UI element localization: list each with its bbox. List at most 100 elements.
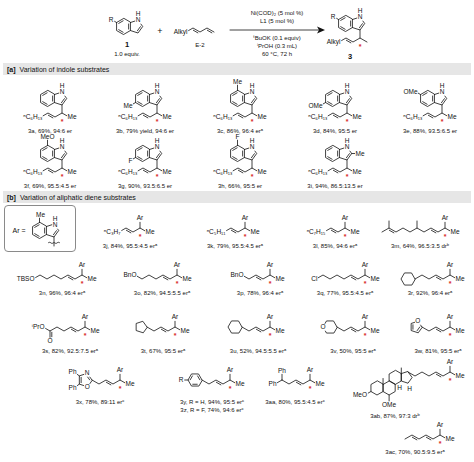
atom-label: R — [108, 16, 114, 23]
stereocenter-mark: * — [118, 385, 122, 392]
bond-line — [233, 93, 237, 96]
bond-line — [230, 30, 319, 31]
atom-label: Ar — [266, 314, 274, 321]
atom-label: H — [407, 385, 413, 392]
condition-text: 1.0 equiv. — [114, 51, 140, 57]
bond-line — [324, 228, 352, 232]
compound-caption: 3s, 82%, 92.5:7.5 erᵃ — [42, 348, 98, 354]
bond-line — [47, 140, 48, 146]
bond-line — [198, 376, 200, 380]
bond-line — [237, 85, 238, 91]
atom-label: Me — [445, 436, 455, 443]
bond-line — [156, 99, 159, 103]
bond-line — [359, 24, 362, 28]
condition-text: ᵗBuOK (0.1 equiv) — [253, 35, 300, 41]
stereocenter-mark: * — [228, 385, 232, 392]
compound-caption: 3n, 96%, 96:4 erᵃ — [39, 290, 85, 296]
bond-line — [350, 21, 351, 26]
bond-line — [242, 327, 277, 331]
compound-number: 1 — [125, 41, 129, 49]
atom-label: Ph — [68, 369, 77, 376]
atom-label: Me — [35, 211, 45, 218]
atom-label: ⁱPrO — [31, 324, 45, 331]
bond-line — [61, 154, 64, 158]
bond-line — [138, 102, 142, 105]
atom-label: Cl — [311, 276, 318, 283]
compound-caption: 3c, 86%, 96:4 erᵃ — [217, 128, 263, 134]
bond-line — [351, 329, 355, 332]
bond-line — [120, 374, 121, 380]
bond-line — [233, 102, 237, 105]
bond-line — [346, 154, 349, 158]
atom-label: Me — [447, 114, 457, 121]
panel-header-band: [a]Variation of indole substrates — [3, 63, 471, 75]
stereocenter-mark: * — [358, 43, 362, 50]
atom-label: H — [357, 7, 363, 14]
bond-line — [71, 329, 75, 332]
bond-line — [68, 277, 72, 280]
atom-label: Me — [257, 114, 267, 121]
bond-line — [421, 113, 449, 117]
bond-line — [310, 374, 311, 380]
condition-text: L1 (5 mol %) — [260, 18, 294, 24]
stereocenter-mark: * — [155, 118, 159, 125]
bond-line — [331, 230, 335, 233]
bond-line — [417, 221, 418, 228]
compound-caption: 3p, 78%, 96:4 erᵃ — [237, 290, 283, 296]
atom-label: Me — [370, 276, 380, 283]
bond-line — [383, 379, 384, 385]
bond-line — [233, 157, 237, 160]
atom-label: BnO — [230, 272, 244, 279]
bond-line — [333, 170, 337, 173]
atom-label: Ar — [116, 367, 124, 374]
stereocenter-mark: * — [268, 332, 272, 339]
stereocenter-mark: * — [60, 173, 64, 180]
bond-line — [231, 113, 259, 117]
atom-label: TBSO — [16, 276, 35, 283]
bond-line — [333, 115, 337, 118]
stereocenter-mark: * — [345, 173, 349, 180]
bond-line — [119, 228, 147, 232]
compound-caption: 3i, 94%, 86.5:13.5 er — [307, 183, 362, 189]
bond-line — [43, 93, 47, 96]
bond-line — [136, 168, 164, 172]
atom-label: N — [154, 89, 160, 96]
bond-line — [282, 380, 317, 384]
bond-line — [163, 277, 167, 280]
bond-line — [382, 228, 452, 232]
atom-label: N — [344, 144, 350, 151]
atom-label: ⁿC₆H₁₃ — [23, 114, 43, 121]
bond-line — [242, 275, 277, 279]
atom-label: Ar — [446, 314, 454, 321]
bond-line — [231, 230, 235, 233]
atom-label: Ar — [241, 215, 249, 222]
bond-line — [82, 269, 83, 275]
bond-line — [347, 160, 348, 168]
definition-box: Ar =MeNH — [4, 205, 76, 252]
bond-line — [423, 102, 427, 105]
atom-label: Ar — [226, 367, 234, 374]
atom-label: Me — [352, 169, 362, 176]
atom-label: H — [249, 82, 255, 89]
compound-caption: 3v, 50%, 95:5 erᵃ — [330, 348, 375, 354]
bond-line — [401, 372, 412, 383]
bond-line — [238, 115, 242, 118]
atom-label: Ar — [171, 314, 179, 321]
atom-label: Ph — [268, 381, 277, 388]
bond-line — [216, 382, 220, 385]
stereocenter-mark: * — [448, 377, 452, 384]
stereocenter-mark: * — [363, 280, 367, 287]
bond-line — [345, 222, 346, 228]
bond-line — [44, 228, 45, 233]
bond-line — [157, 105, 158, 113]
reaction-arrowhead — [317, 27, 325, 34]
bond-line — [43, 148, 47, 151]
atom-label: Ar — [436, 422, 444, 429]
atom-label: ⁿC₆H₁₃ — [118, 114, 138, 121]
atom-label: N — [357, 14, 363, 21]
atom-label: H — [154, 137, 160, 144]
bond-line — [231, 91, 245, 107]
bond-line — [421, 91, 435, 107]
bond-line — [143, 170, 147, 173]
bond-line — [422, 327, 457, 331]
